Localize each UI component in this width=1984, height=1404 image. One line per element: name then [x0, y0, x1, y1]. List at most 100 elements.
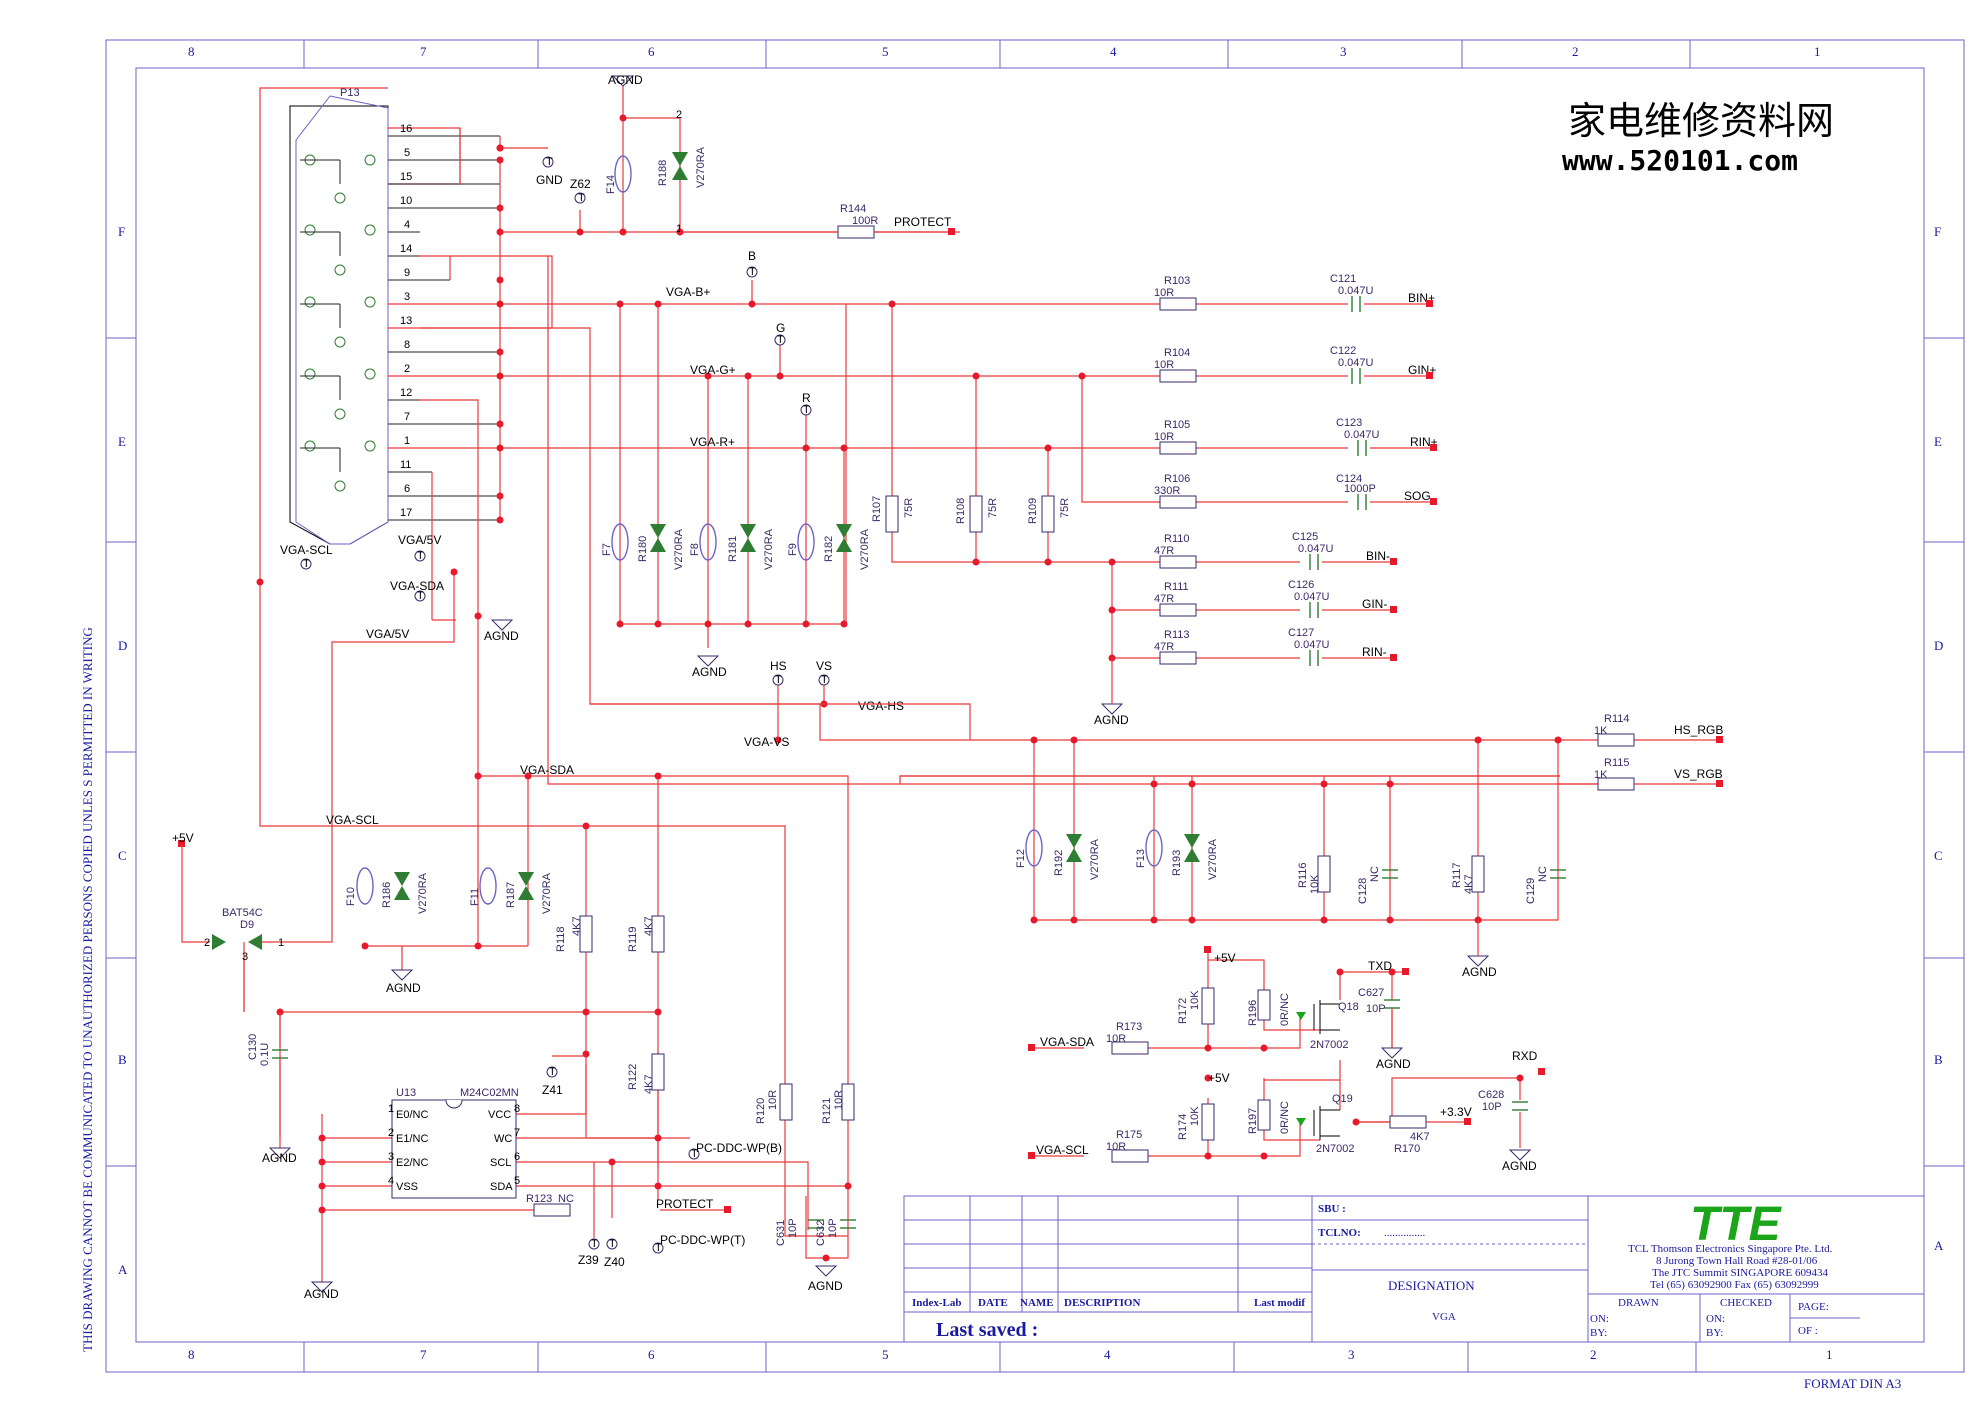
tvs-ref: R193 [1171, 850, 1183, 876]
ic-pin-name: SCL [490, 1157, 511, 1169]
net-label: VGA/5V [366, 627, 409, 641]
side-note: THIS DRAWING CANNOT BE COMMUNICATED TO U… [80, 627, 95, 1352]
svg-text:2: 2 [204, 937, 210, 949]
resistor-r123: R123 NC [526, 1193, 574, 1217]
tvs-ref: R188 [657, 160, 669, 186]
connector-pin: 1 [404, 435, 410, 447]
tp-label: GND [536, 173, 563, 187]
frame-column-numbers-top: 8 7 6 5 4 3 2 1 [188, 44, 1821, 59]
agnd-symbol: AGND [386, 969, 421, 995]
res-value: 47R [1154, 593, 1174, 605]
resistor-r173: R173 10R [1106, 1021, 1149, 1055]
tvs-array-ddc: F10 F11 R186 R187 V270RA V270RA [345, 867, 553, 970]
svg-text:1: 1 [676, 223, 682, 235]
tp-label: Z62 [570, 177, 591, 191]
col-number: 2 [1572, 44, 1579, 59]
tvs-ref: R182 [823, 536, 835, 562]
cap-ref: C127 [1288, 627, 1314, 639]
res-ref: R172 [1177, 998, 1189, 1024]
cap-ref: C125 [1292, 531, 1318, 543]
ic-part: M24C02MN [460, 1087, 519, 1099]
net-label: RIN- [1362, 645, 1387, 659]
res-value: 10R [833, 1090, 845, 1110]
tvs-value: V270RA [417, 872, 429, 914]
col-number: 7 [420, 1347, 427, 1362]
diode-part: BAT54C [222, 907, 263, 919]
tvs-value: V270RA [695, 146, 707, 188]
test-point-wp-t: T PC-DDC-WP(T) [652, 1233, 745, 1254]
svg-text:T: T [591, 1238, 598, 1250]
connector-pin-circles [304, 154, 376, 492]
tp-label: VGA-SCL [280, 543, 333, 557]
connector-pin: 7 [404, 411, 410, 423]
company-line: 8 Jurong Town Hall Road #28-01/06 [1656, 1255, 1818, 1267]
cap-ref: C130 [247, 1034, 259, 1060]
res-value: 10R [1106, 1141, 1126, 1153]
row-letter: F [118, 224, 125, 239]
frame-column-numbers-bottom: 8 7 6 5 4 3 2 1 [188, 1347, 1833, 1362]
row-letter: A [118, 1262, 128, 1277]
res-ref: R118 [555, 927, 567, 952]
fuse-label: F11 [469, 888, 481, 906]
connector-ref: P13 [340, 87, 360, 99]
resistor-r104: R104 10R [1154, 347, 1197, 383]
cap-c627: C627 10P [1358, 987, 1400, 1048]
net-label: VGA-B+ [666, 285, 710, 299]
company-line: Tel (65) 63092900 Fax (65) 63092999 [1650, 1279, 1819, 1291]
ic-pin-num: 4 [388, 1175, 394, 1187]
res-ref: R197 [1247, 1108, 1259, 1134]
net-label: BIN- [1366, 549, 1390, 563]
test-point-z62: T Z62 [570, 177, 591, 204]
res-value: 0R/NC [1279, 993, 1291, 1026]
fuse-f14: F14 [605, 155, 632, 194]
resistor-r115: R115 1K VS_RGB [1594, 757, 1723, 791]
tp-label: Z41 [542, 1083, 563, 1097]
res-value: 75R [903, 498, 915, 518]
cap-value: 0.1U [259, 1043, 271, 1066]
tvs-r188: R188 V270RA 2 1 [657, 109, 707, 235]
res-value: 100R [852, 215, 878, 227]
resistor-r107: R107 75R [871, 495, 915, 533]
row-letter: B [1934, 1052, 1943, 1067]
res-ref: R103 [1164, 275, 1190, 287]
res-ref: R111 [1164, 581, 1189, 593]
resistor-r103: R103 10R [1154, 275, 1197, 311]
res-value: 4K7 [643, 916, 655, 936]
resistor-r122: R122 4K7 [627, 1053, 665, 1094]
res-ref: R110 [1164, 533, 1189, 545]
res-ref: R170 [1394, 1143, 1420, 1155]
tp-label: VS [816, 659, 832, 673]
col-number: 4 [1110, 44, 1117, 59]
res-ref: R114 [1604, 713, 1629, 725]
net-label: VGA-G+ [690, 363, 736, 377]
cap-ref: C129 [1525, 878, 1537, 904]
cap-c128: C128 NC [1357, 866, 1398, 904]
connector-pin: 6 [404, 483, 410, 495]
test-point-g: G T [774, 321, 786, 346]
tvs-value: V270RA [541, 872, 553, 914]
designation-label: DESIGNATION [1388, 1278, 1475, 1293]
net-label: PC-DDC-WP(T) [660, 1233, 745, 1247]
cap-value: 0.047U [1294, 639, 1330, 651]
connector-p13: P13 16 5 15 10 4 14 9 [289, 87, 500, 545]
res-ref: R196 [1247, 1000, 1259, 1026]
res-value: 47R [1154, 545, 1174, 557]
resistor-r109: R109 75R [1027, 495, 1071, 533]
cap-c129: C129 NC [1525, 866, 1566, 904]
resistor-r108: R108 75R [955, 495, 999, 533]
agnd-label: AGND [1094, 713, 1129, 727]
row-letter: D [118, 638, 127, 653]
svg-text:T: T [578, 192, 585, 204]
tvs-array-sync: F12 F13 R192 R193 V270RA V270RA [1015, 829, 1219, 880]
svg-text:2: 2 [676, 109, 682, 121]
fuse-label: F14 [605, 175, 617, 194]
net-label: VGA-SCL [326, 813, 379, 827]
last-saved-label: Last saved : [936, 1319, 1038, 1341]
ic-pin-name: VSS [396, 1181, 418, 1193]
agnd-label: AGND [1502, 1159, 1537, 1173]
res-value: 4K7 [643, 1074, 655, 1094]
net-label: RXD [1512, 1049, 1538, 1063]
svg-text:T: T [803, 404, 810, 416]
fet-part: 2N7002 [1310, 1039, 1349, 1051]
on-label: ON: [1590, 1313, 1609, 1325]
